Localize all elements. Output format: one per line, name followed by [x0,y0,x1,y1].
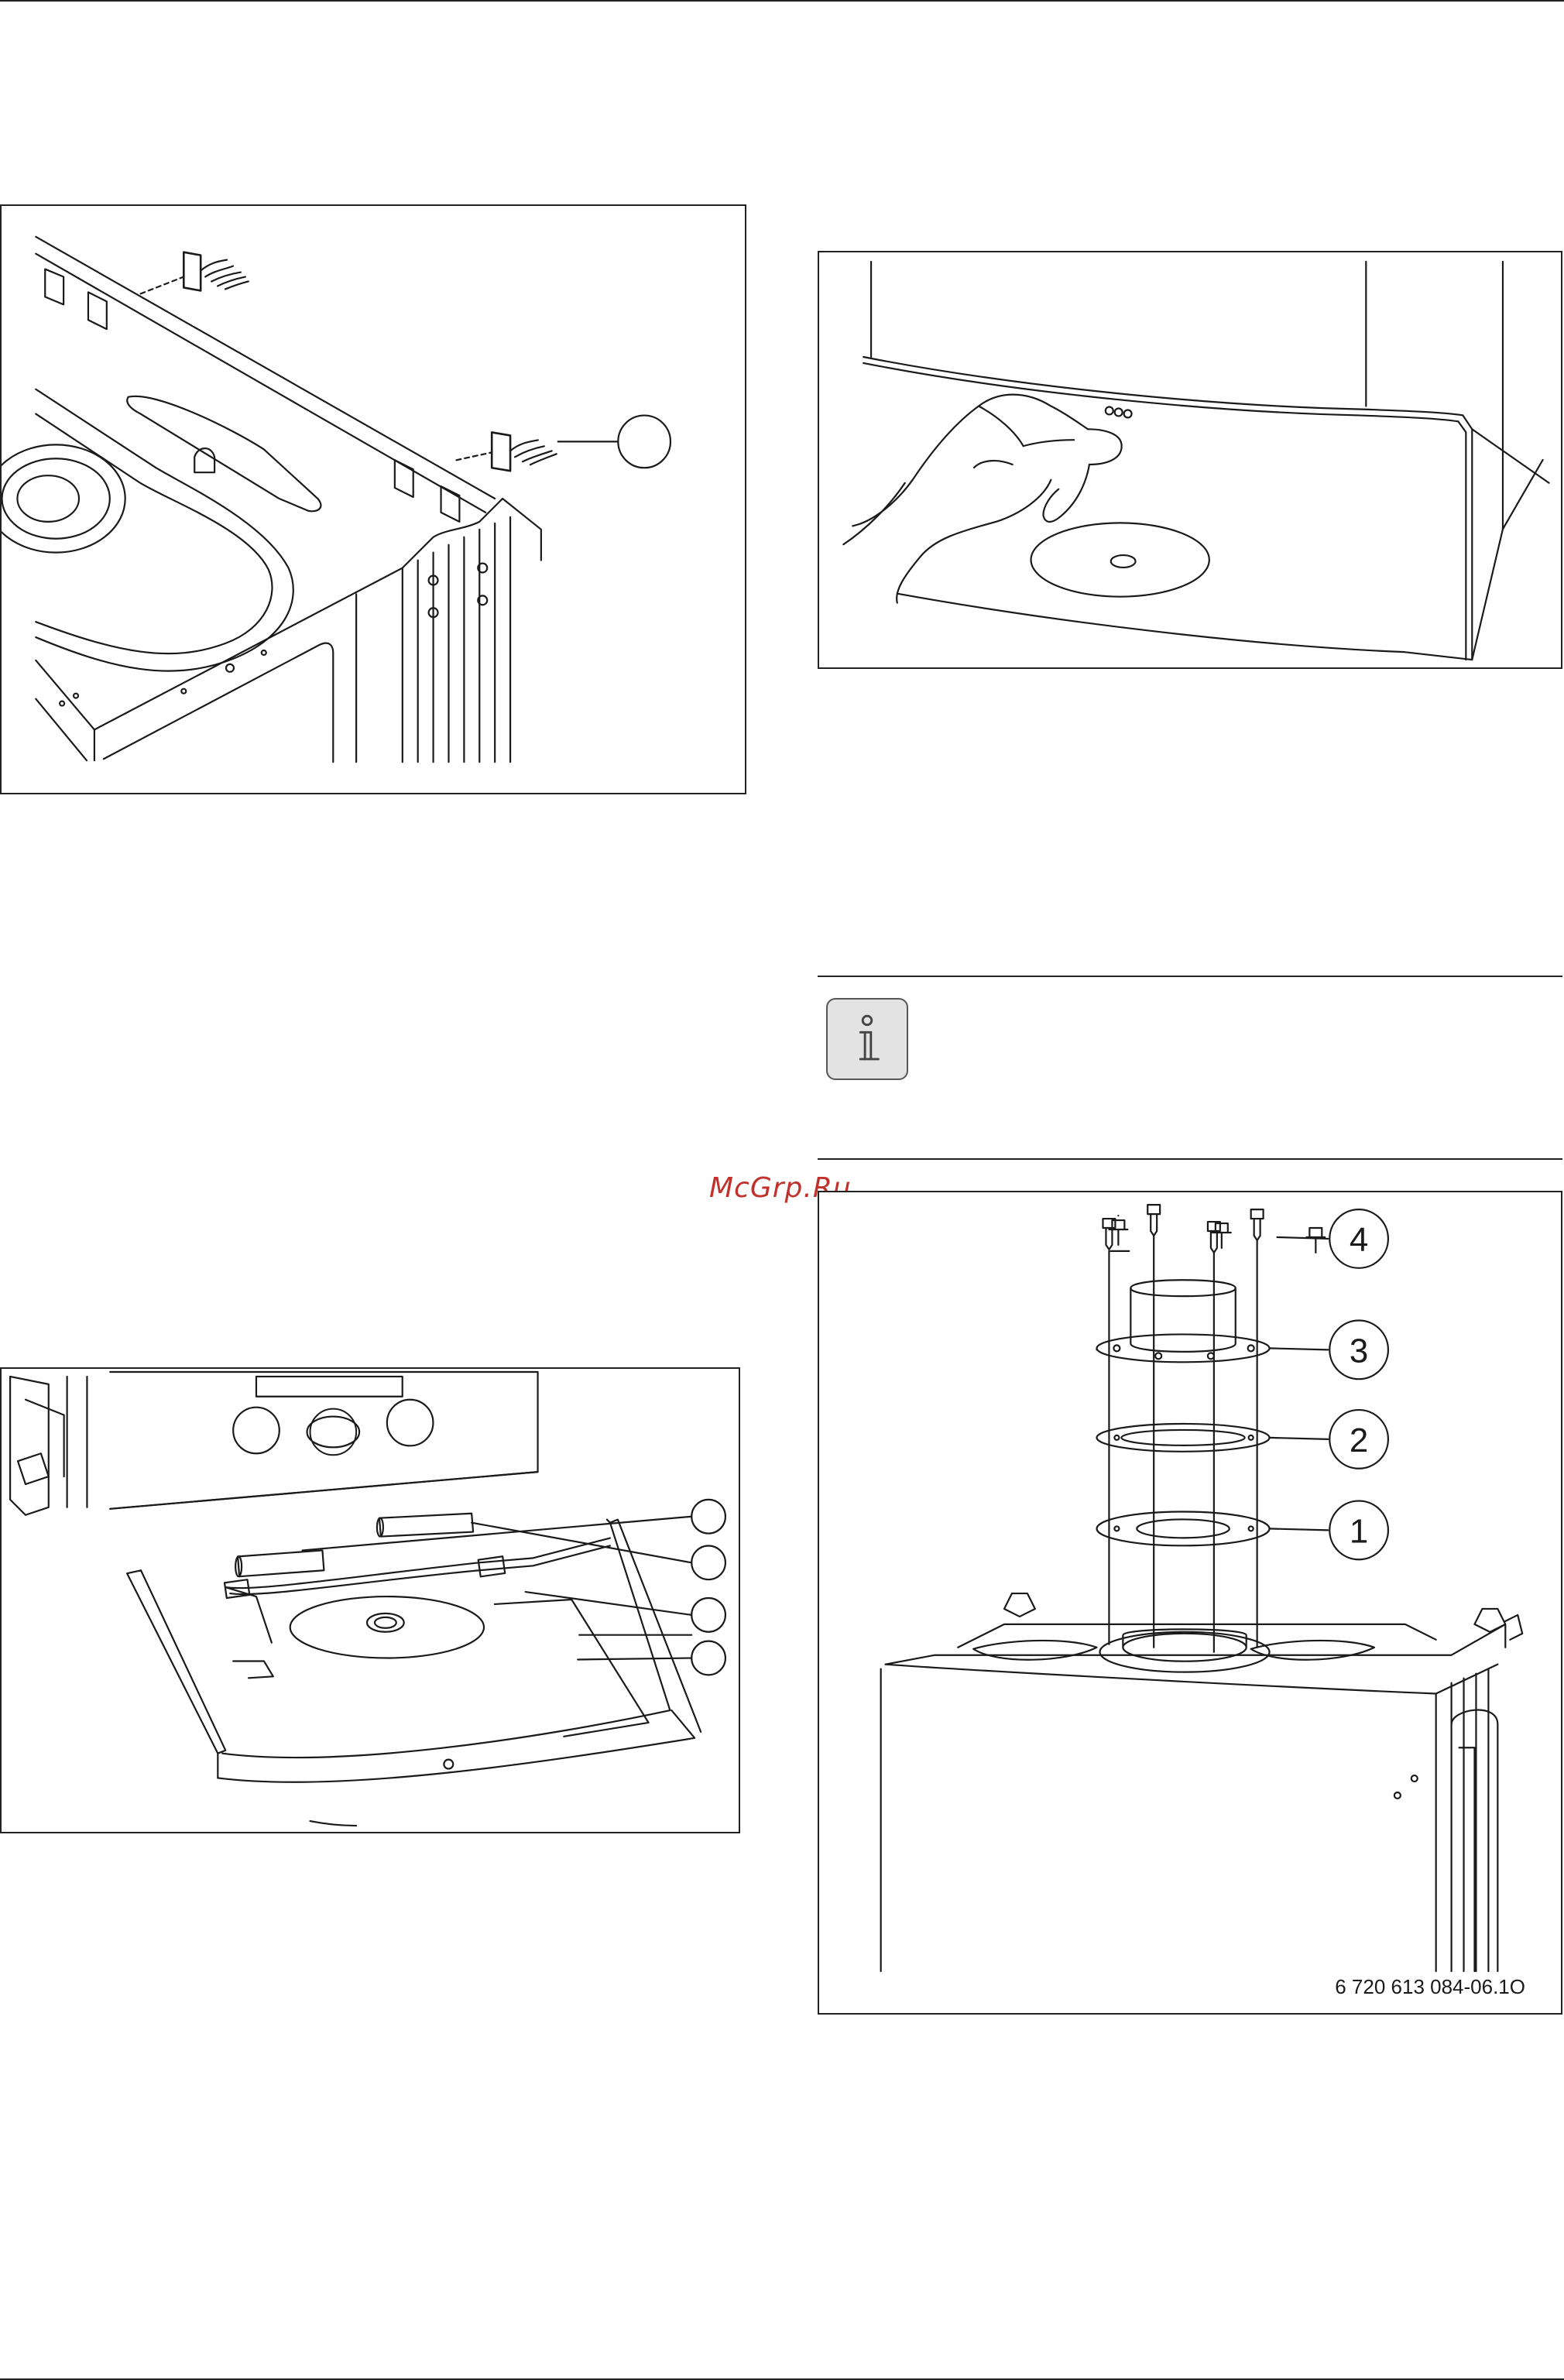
info-rule-bottom [818,1158,1562,1160]
figure-front-panel [818,251,1562,669]
front-panel-drawing [819,252,1561,667]
figure-code: 6 720 613 084-06.1O [1335,1975,1525,1999]
flue-callout-4: 4 [1350,1221,1368,1259]
bottom-panel-drawing [2,1369,739,1832]
figure-lid-clips [0,204,746,794]
info-rule-top [818,976,1562,977]
figure-flue-adapter: 4 3 2 1 [818,1191,1562,2015]
flue-callout-3: 3 [1350,1332,1368,1370]
info-icon [826,998,908,1080]
flue-callout-1: 1 [1350,1512,1368,1550]
flue-adapter-drawing: 4 3 2 1 [819,1192,1561,2013]
header-rule [0,0,1564,2]
figure-bottom-panel [0,1367,740,1833]
flue-callout-2: 2 [1350,1421,1368,1459]
lid-clips-drawing [2,206,745,793]
